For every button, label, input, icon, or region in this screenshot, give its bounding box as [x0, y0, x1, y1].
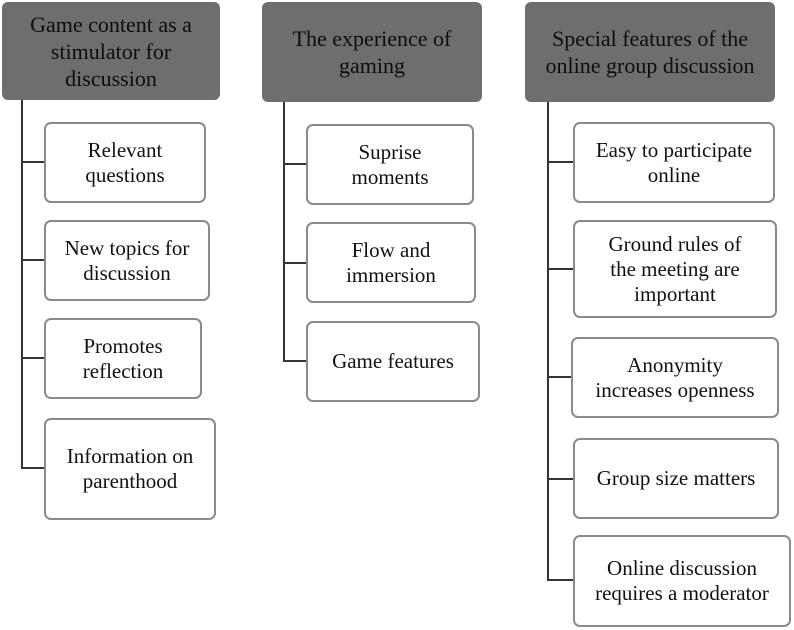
column-2-item-3-text: Game features — [332, 349, 454, 373]
column-3-trunk — [547, 102, 549, 581]
column-3-branch-1 — [547, 161, 574, 163]
column-2-branch-2 — [283, 262, 307, 264]
column-1-item-1: Relevant questions — [44, 122, 206, 203]
column-1-branch-4 — [21, 467, 45, 469]
column-2-item-2: Flow and immersion — [306, 222, 476, 303]
column-3-item-3-text: Anonymity increases openness — [595, 352, 755, 402]
column-3-item-2: Ground rules of the meeting are importan… — [573, 220, 777, 318]
column-1-item-2-text: New topics for discussion — [64, 235, 190, 285]
column-2-trunk — [283, 102, 285, 361]
column-3-branch-4 — [547, 478, 574, 480]
column-1-branch-3 — [21, 357, 45, 359]
column-3-item-1: Easy to participate online — [573, 122, 775, 203]
column-2-item-1-text: Suprise moments — [351, 139, 429, 189]
column-3-header: Special features of the online group dis… — [525, 2, 775, 102]
column-3-header-text: Special features of the online group dis… — [545, 26, 755, 78]
column-1-branch-1 — [21, 161, 45, 163]
column-3-item-3: Anonymity increases openness — [571, 337, 779, 418]
column-2-header-text: The experience of gaming — [292, 26, 452, 78]
column-1-item-3-text: Promotes reflection — [82, 333, 164, 383]
column-3-item-4: Group size matters — [573, 438, 779, 519]
column-1-item-3: Promotes reflection — [44, 318, 202, 399]
column-3-item-2-text: Ground rules of the meeting are importan… — [608, 231, 742, 306]
column-1-trunk — [21, 100, 23, 468]
column-2-branch-1 — [283, 163, 307, 165]
column-2-header: The experience of gaming — [262, 2, 482, 102]
column-3-branch-3 — [547, 376, 574, 378]
column-3-item-5-text: Online discussion requires a moderator — [595, 556, 769, 605]
column-1-branch-2 — [21, 259, 45, 261]
column-2-item-2-text: Flow and immersion — [346, 237, 436, 287]
column-1-header: Game content as a stimulator for discuss… — [2, 2, 220, 100]
column-3-item-1-text: Easy to participate online — [595, 137, 753, 187]
column-2-item-1: Suprise moments — [306, 124, 474, 205]
column-3-item-5: Online discussion requires a moderator — [573, 535, 791, 627]
column-2-branch-3 — [283, 360, 307, 362]
column-3-item-4-text: Group size matters — [596, 466, 756, 490]
column-1-item-2: New topics for discussion — [44, 220, 210, 301]
column-1-item-1-text: Relevant questions — [85, 137, 165, 187]
column-3-branch-5 — [547, 579, 574, 581]
column-1-item-4: Information on parenthood — [44, 418, 216, 520]
column-3-branch-2 — [547, 268, 574, 270]
column-2-item-3: Game features — [306, 321, 480, 402]
column-1-item-4-text: Information on parenthood — [66, 444, 194, 493]
column-1-header-text: Game content as a stimulator for discuss… — [30, 11, 192, 91]
